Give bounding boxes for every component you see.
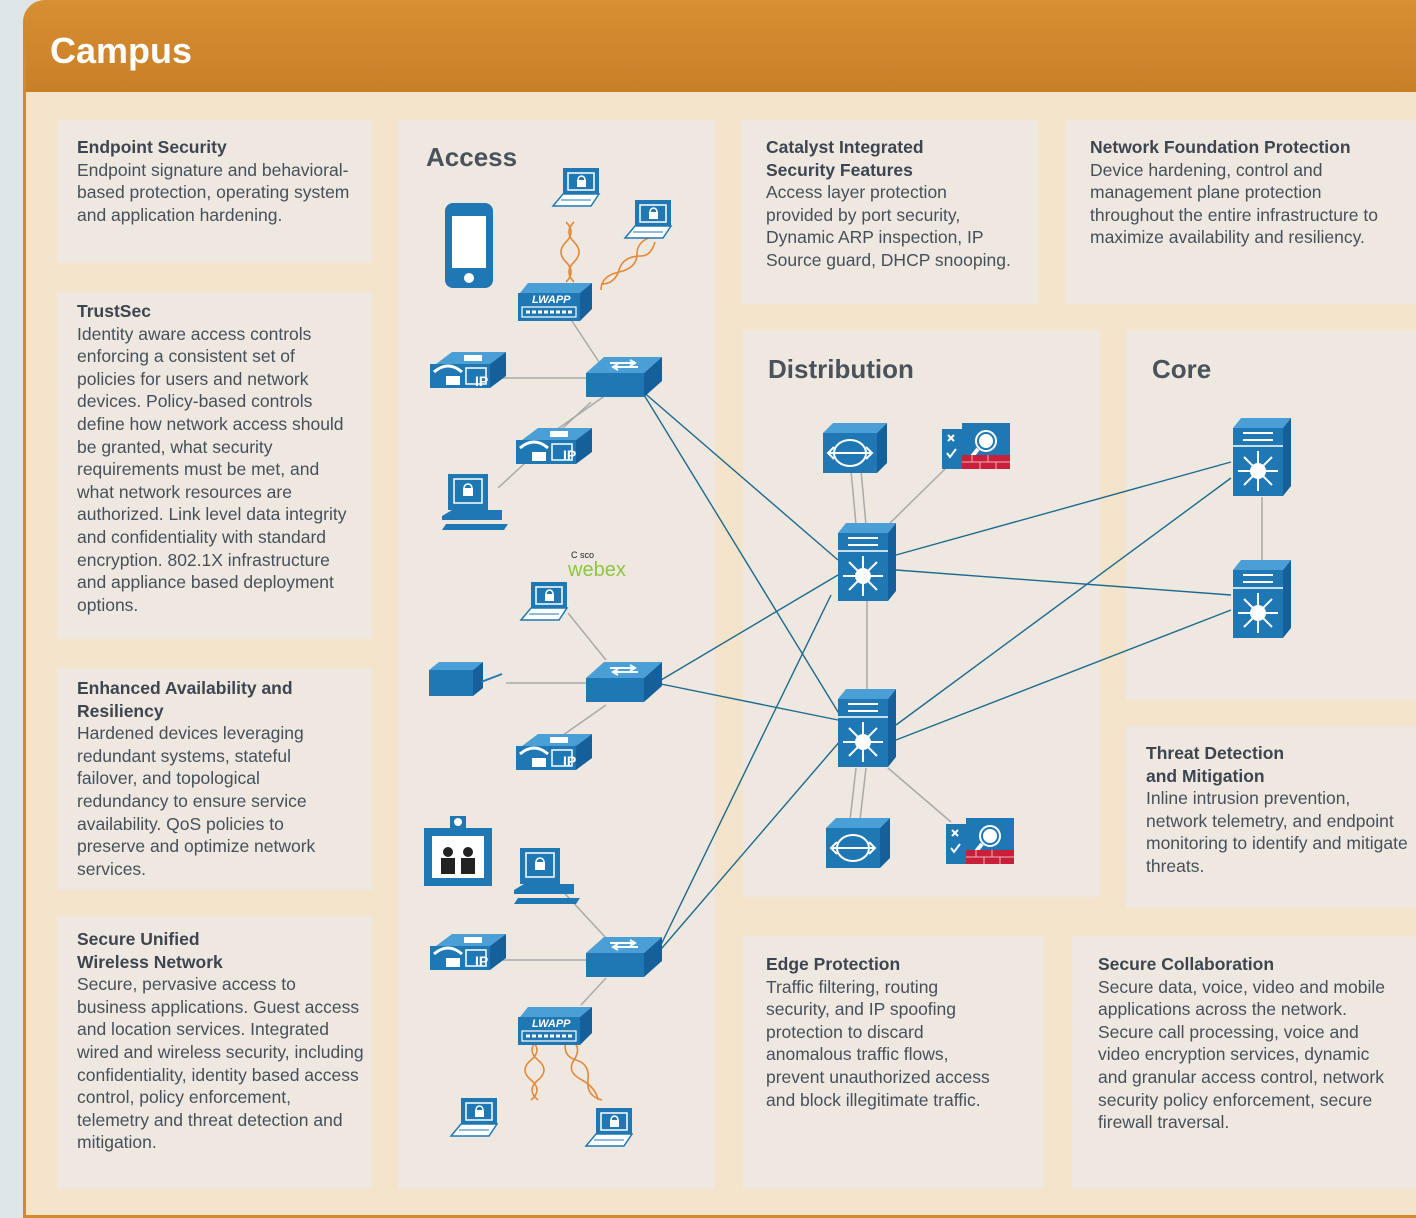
threat-text: Threat Detection and Mitigation Inline i… <box>1146 742 1411 878</box>
edge-card <box>743 936 1044 1189</box>
threat-card <box>1126 726 1416 908</box>
nfp-title: Network Foundation Protection <box>1090 137 1351 157</box>
edge-title: Edge Protection <box>766 954 901 974</box>
catalyst-card <box>741 120 1038 304</box>
distribution-panel <box>743 330 1100 897</box>
wireless-body: Secure, pervasive access to business app… <box>77 974 364 1153</box>
access-switch-icon <box>585 936 663 978</box>
availability-text: Enhanced Availability and Resiliency Har… <box>77 677 349 880</box>
network-topology: LWAPP IP IP C sco webex IP <box>424 167 1292 1147</box>
guest-laptop-icon <box>450 1097 498 1137</box>
core-panel <box>1126 330 1416 700</box>
lwapp-label: LWAPP <box>532 294 571 306</box>
access-switch-icon <box>585 356 663 398</box>
endpoint-security-title: Endpoint Security <box>77 137 227 157</box>
catalyst-title: Catalyst Integrated Security Features <box>766 137 924 180</box>
edge-body: Traffic filtering, routing security, and… <box>766 976 990 1110</box>
collab-body: Secure data, voice, video and mobile app… <box>1098 976 1385 1133</box>
campus-header: Campus <box>26 0 1416 92</box>
distribution-heading: Distribution <box>768 354 914 384</box>
nfp-card <box>1065 120 1416 304</box>
collab-card <box>1072 936 1416 1189</box>
ip-phone-icon <box>514 426 594 466</box>
core-heading: Core <box>1152 354 1212 384</box>
local-links <box>491 311 1263 1006</box>
webex-laptop-icon <box>520 581 568 621</box>
availability-title: Enhanced Availability and Resiliency <box>77 678 293 721</box>
edge-text: Edge Protection Traffic filtering, routi… <box>766 953 1006 1111</box>
lwapp-label: LWAPP <box>532 1018 571 1030</box>
core-switch-icon <box>1232 417 1292 497</box>
nfp-text: Network Foundation Protection Device har… <box>1090 136 1390 249</box>
ip-phone-icon <box>514 732 594 772</box>
desktop-pc-icon <box>441 473 509 531</box>
nfp-body: Device hardening, control and management… <box>1090 159 1378 248</box>
access-heading: Access <box>426 142 518 172</box>
wireless-card <box>57 916 372 1189</box>
firewall-icon <box>825 817 891 869</box>
endpoint-security-card <box>57 120 372 263</box>
distribution-switch-icon <box>837 688 897 768</box>
webex-logo: webex <box>567 559 626 581</box>
wireless-links <box>524 221 656 1101</box>
trustsec-text: TrustSec Identity aware access controls … <box>77 300 357 616</box>
ips-icon <box>944 816 1016 866</box>
trustsec-title: TrustSec <box>77 301 151 321</box>
page-title: Campus <box>50 30 193 71</box>
availability-body: Hardened devices leveraging redundant sy… <box>77 723 316 879</box>
video-endpoint-icon <box>424 816 492 886</box>
printer-icon <box>429 662 503 696</box>
ips-icon <box>940 421 1012 471</box>
campus-frame: Campus Endpoint Security Endpoint signat… <box>23 0 1416 1218</box>
ip-phone-label: IP <box>475 953 488 969</box>
smartphone-icon <box>445 203 493 288</box>
collab-text: Secure Collaboration Secure data, voice,… <box>1098 953 1388 1134</box>
laptop-icon <box>585 1107 633 1147</box>
distribution-switch-icon <box>837 522 897 602</box>
trustsec-body: Identity aware access controls enforcing… <box>77 323 347 615</box>
ip-phone-icon <box>428 932 508 972</box>
threat-body: Inline intrusion prevention, network tel… <box>1146 788 1408 876</box>
laptop-icon <box>624 199 672 239</box>
ip-phone-label: IP <box>475 373 488 389</box>
trustsec-card <box>57 292 372 639</box>
endpoint-security-body: Endpoint signature and behavioral-based … <box>77 159 350 225</box>
laptop-icon <box>552 167 600 207</box>
ip-phone-label: IP <box>563 753 576 769</box>
availability-card <box>57 668 372 890</box>
catalyst-body: Access layer protection provided by port… <box>766 182 1011 270</box>
core-switch-icon <box>1232 559 1292 639</box>
access-switch-icon <box>585 661 663 703</box>
firewall-icon <box>822 422 888 474</box>
threat-title: Threat Detection and Mitigation <box>1146 743 1285 786</box>
ip-phone-label: IP <box>563 447 576 463</box>
webex-cisco-label: C sco <box>571 550 594 560</box>
collab-title: Secure Collaboration <box>1098 954 1275 974</box>
endpoint-security-text: Endpoint Security Endpoint signature and… <box>77 136 357 226</box>
uplinks <box>640 389 1232 956</box>
desktop-pc-icon <box>513 847 581 905</box>
wireless-title: Secure Unified Wireless Network <box>77 929 223 972</box>
catalyst-text: Catalyst Integrated Security Features Ac… <box>766 136 1016 272</box>
ip-phone-icon <box>428 350 508 390</box>
wireless-text: Secure Unified Wireless Network Secure, … <box>77 928 367 1154</box>
